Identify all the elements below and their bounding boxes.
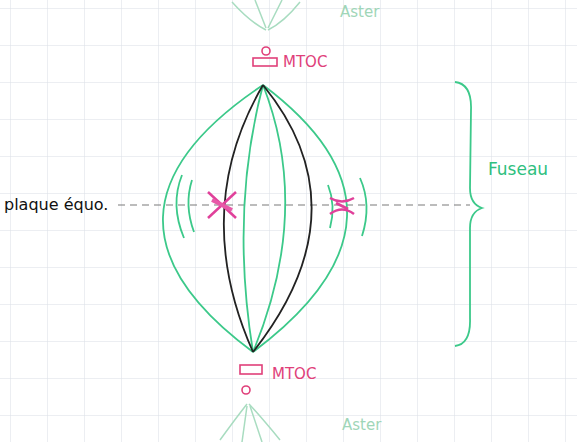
spindle-label: Fuseau — [488, 160, 548, 179]
kinetochore-fibres — [224, 85, 312, 352]
spindle-bracket — [455, 82, 482, 346]
chromosome — [208, 192, 354, 218]
plate-label: plaque équo. — [4, 196, 108, 214]
spindle-fibres — [163, 85, 367, 352]
mtoc-label: MTOC — [283, 54, 327, 71]
aster-label: Aster — [340, 4, 379, 21]
aster-label: Aster — [342, 417, 381, 434]
mtoc-label: MTOC — [272, 366, 316, 383]
mtoc-symbol — [240, 47, 277, 394]
equatorial-line — [118, 204, 470, 205]
